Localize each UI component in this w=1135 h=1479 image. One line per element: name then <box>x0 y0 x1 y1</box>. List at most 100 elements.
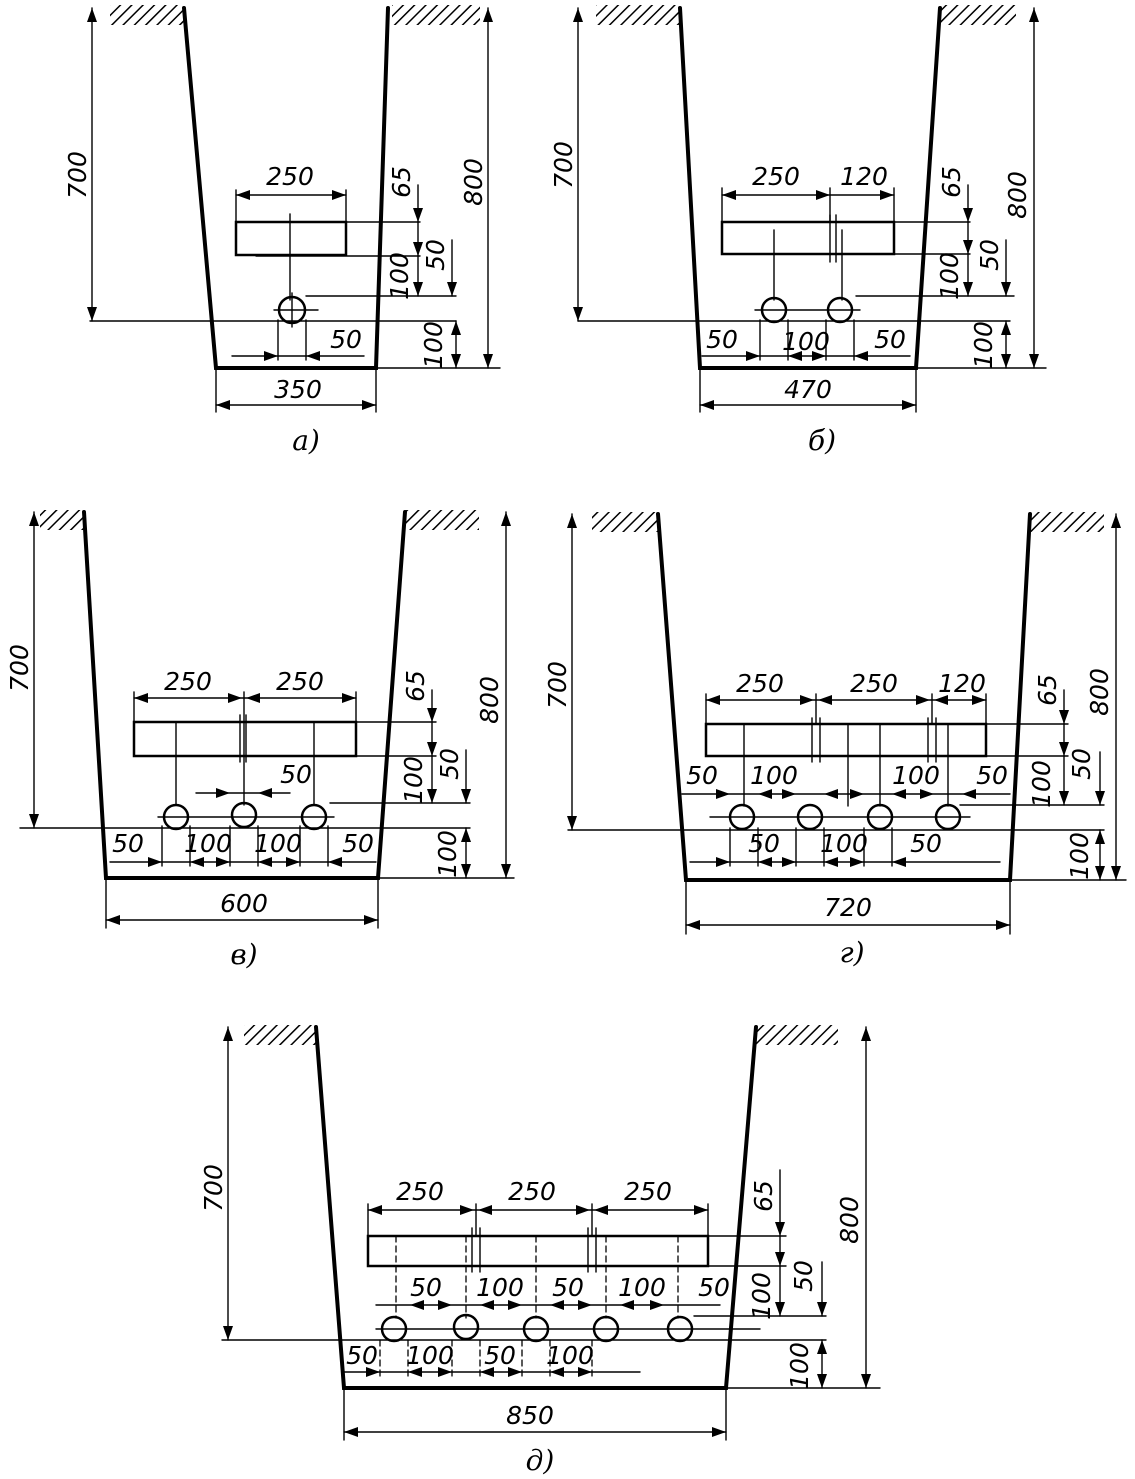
protective-slab <box>704 722 988 758</box>
dim-100-slab: 100 <box>399 756 428 804</box>
panel-c: 700 800 250 250 65 50 100 50 50 100 100 … <box>5 510 515 971</box>
dim-50-cover: 50 <box>1067 748 1096 780</box>
dim-65: 65 <box>1033 674 1062 706</box>
dim-250: 250 <box>752 162 800 191</box>
caption-d: г) <box>839 936 864 969</box>
dim-100-top-right: 100 <box>892 761 940 790</box>
panel-a: 700 800 250 65 100 50 50 100 350 а) <box>63 5 501 457</box>
dim-50-top-left: 50 <box>686 761 718 790</box>
dim-50-top-5: 50 <box>698 1273 730 1302</box>
dim-100-bottom-mid: 100 <box>820 829 868 858</box>
ground-hatch-icon <box>40 510 86 530</box>
dim-65: 65 <box>937 166 966 198</box>
ground-hatch-icon <box>940 5 1016 25</box>
dim-250-b: 250 <box>276 667 324 696</box>
dim-50-cover: 50 <box>975 239 1004 271</box>
dim-100-mid: 100 <box>782 327 830 356</box>
dim-100-slab: 100 <box>1027 760 1056 808</box>
dim-100-top-2: 100 <box>476 1273 524 1302</box>
dim-250-b: 250 <box>850 669 898 698</box>
dim-800: 800 <box>1085 668 1114 716</box>
trench-outline <box>656 512 1032 882</box>
protective-slab <box>234 220 348 257</box>
dim-50-bottom-right: 50 <box>910 829 942 858</box>
dim-100-slab: 100 <box>935 252 964 300</box>
panel-e: 700 800 250 250 250 65 50 100 50 100 50 … <box>199 1025 881 1477</box>
dim-100-bottom: 100 <box>433 830 462 878</box>
dim-700: 700 <box>549 141 578 189</box>
dim-50-right: 50 <box>874 325 906 354</box>
dim-700: 700 <box>63 151 92 199</box>
panel-b: 700 800 250 120 65 100 50 50 100 50 100 … <box>549 5 1047 457</box>
dim-470: 470 <box>784 375 832 404</box>
dim-65: 65 <box>387 166 416 198</box>
ground-hatch-icon <box>756 1025 838 1045</box>
dim-50-top-1: 50 <box>410 1273 442 1302</box>
dim-65: 65 <box>401 670 430 702</box>
dim-50-top-3: 50 <box>552 1273 584 1302</box>
panel-d: 700 800 250 250 120 65 50 100 100 50 100… <box>543 512 1127 969</box>
caption-a: а) <box>292 424 320 457</box>
dim-250-b: 250 <box>508 1177 556 1206</box>
dim-100-bottom-2: 100 <box>406 1341 454 1370</box>
caption-e: д) <box>526 1444 555 1477</box>
dim-50-top: 50 <box>280 760 312 789</box>
dim-250-a: 250 <box>396 1177 444 1206</box>
ground-hatch-icon <box>244 1025 316 1045</box>
trench-outline <box>182 6 390 370</box>
dim-50-bottom-1: 50 <box>346 1341 378 1370</box>
ground-hatch-icon <box>392 5 480 25</box>
ground-hatch-icon <box>110 5 184 25</box>
dim-250: 250 <box>266 162 314 191</box>
dim-800: 800 <box>1003 171 1032 219</box>
dim-250-a: 250 <box>164 667 212 696</box>
ground-hatch-icon <box>1030 512 1104 532</box>
dim-100-right: 100 <box>254 829 302 858</box>
dim-600: 600 <box>220 889 268 918</box>
dim-100-bottom: 100 <box>1065 832 1094 880</box>
dim-350: 350 <box>274 375 322 404</box>
trench-outline <box>678 6 942 370</box>
caption-b: б) <box>808 424 836 457</box>
dim-50-bottom-3: 50 <box>484 1341 516 1370</box>
dim-250-c: 250 <box>624 1177 672 1206</box>
dim-720: 720 <box>824 893 872 922</box>
dim-50-left: 50 <box>112 829 144 858</box>
trench-outline <box>82 510 407 880</box>
dim-50-side: 50 <box>330 325 362 354</box>
ground-hatch-icon <box>405 510 479 530</box>
dim-100-bottom-4: 100 <box>546 1341 594 1370</box>
dim-50-bottom-left: 50 <box>748 829 780 858</box>
dim-800: 800 <box>835 1196 864 1244</box>
dim-100-slab: 100 <box>385 252 414 300</box>
dim-250-a: 250 <box>736 669 784 698</box>
dim-50-top-right: 50 <box>976 761 1008 790</box>
trench-outline <box>314 1025 758 1390</box>
dim-50-right: 50 <box>342 829 374 858</box>
dim-100-left: 100 <box>184 829 232 858</box>
dim-100-top-left: 100 <box>750 761 798 790</box>
dim-850: 850 <box>506 1401 554 1430</box>
caption-c: в) <box>230 938 257 971</box>
dim-100-top-4: 100 <box>618 1273 666 1302</box>
dim-50-cover: 50 <box>789 1260 818 1292</box>
dim-800: 800 <box>459 158 488 206</box>
dim-700: 700 <box>543 661 572 709</box>
cable-circle-icon <box>452 1313 480 1341</box>
dim-100-bottom: 100 <box>419 321 448 369</box>
dim-700: 700 <box>5 644 34 692</box>
protective-slab <box>132 720 358 758</box>
dim-50-left: 50 <box>706 325 738 354</box>
dim-700: 700 <box>199 1164 228 1212</box>
dim-65: 65 <box>749 1180 778 1212</box>
dim-120: 120 <box>840 162 888 191</box>
dim-100-bottom: 100 <box>785 1342 814 1390</box>
dim-50-cover: 50 <box>435 748 464 780</box>
protective-slab <box>366 1234 710 1268</box>
protective-slab <box>720 220 896 256</box>
ground-hatch-icon <box>596 5 682 25</box>
dim-800: 800 <box>475 676 504 724</box>
dim-120: 120 <box>938 669 986 698</box>
dim-50-cover: 50 <box>421 239 450 271</box>
